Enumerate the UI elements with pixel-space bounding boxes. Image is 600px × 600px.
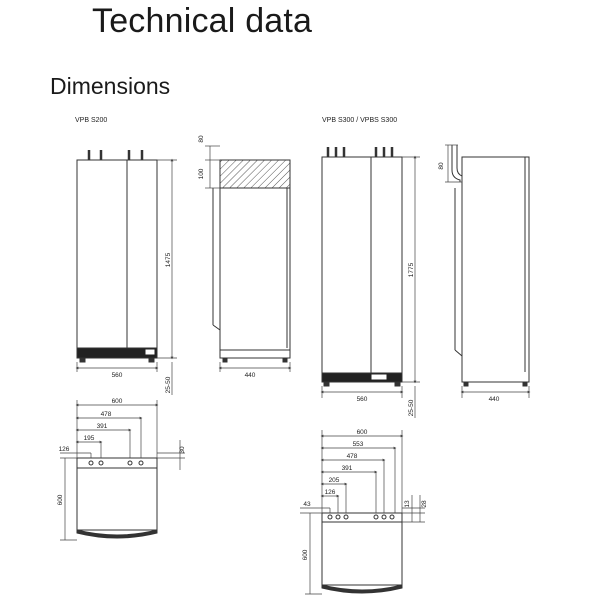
s200-side-top80-label: 80 (198, 135, 205, 143)
s300-top-view (321, 512, 403, 594)
s200-top-w195-label: 195 (84, 435, 95, 442)
s200-top-dims (60, 400, 185, 541)
s300-top-w553-label: 553 (353, 441, 364, 448)
s300-top-w205-label: 205 (329, 477, 340, 484)
s200-front-dims (75, 158, 177, 395)
s200-height-label: 1475 (165, 252, 172, 267)
s200-top-d600-label: 600 (57, 494, 64, 505)
s300-side-top80-label: 80 (438, 162, 445, 170)
s300-side-dims (445, 144, 531, 398)
s200-top-w478-label: 478 (101, 411, 112, 418)
s200-top-d30-label: 30 (179, 446, 186, 454)
s300-depth-label: 440 (489, 396, 500, 403)
s200-top-w391-label: 391 (97, 423, 108, 430)
s200-side-top100-label: 100 (198, 168, 205, 179)
s200-top-view (76, 457, 158, 539)
s300-top-w391-label: 391 (342, 465, 353, 472)
s200-feet-label: 25-50 (165, 376, 172, 393)
s300-height-label: 1775 (408, 262, 415, 277)
s300-top-w478-label: 478 (347, 453, 358, 460)
s300-top-d13-label: 13 (404, 500, 411, 508)
s300-side-view (451, 145, 530, 387)
s300-front-view (321, 147, 403, 387)
s300-width-label: 560 (357, 396, 368, 403)
s300-top-dims (300, 430, 425, 595)
s300-top-w126-label: 126 (325, 489, 336, 496)
s300-top-d28-label: 28 (421, 500, 428, 508)
page-title: Technical data (92, 2, 313, 40)
s300-top-w43-label: 43 (303, 501, 311, 508)
s200-depth-label: 440 (245, 372, 256, 379)
s300-top-w600-label: 600 (357, 429, 368, 436)
s300-feet-label: 25-50 (408, 399, 415, 416)
s200-side-dims (205, 145, 292, 372)
s200-width-label: 560 (112, 372, 123, 379)
s200-front-view (76, 150, 158, 363)
model-label-s200: VPB S200 (75, 117, 107, 124)
s200-top-w126-label: 126 (59, 446, 70, 453)
s200-top-w600-label: 600 (112, 398, 123, 405)
model-label-s300: VPB S300 / VPBS S300 (322, 117, 397, 124)
s200-side-view (212, 159, 291, 363)
s300-front-dims (320, 155, 420, 418)
s300-top-d600-label: 600 (302, 549, 309, 560)
section-title: Dimensions (50, 73, 171, 99)
